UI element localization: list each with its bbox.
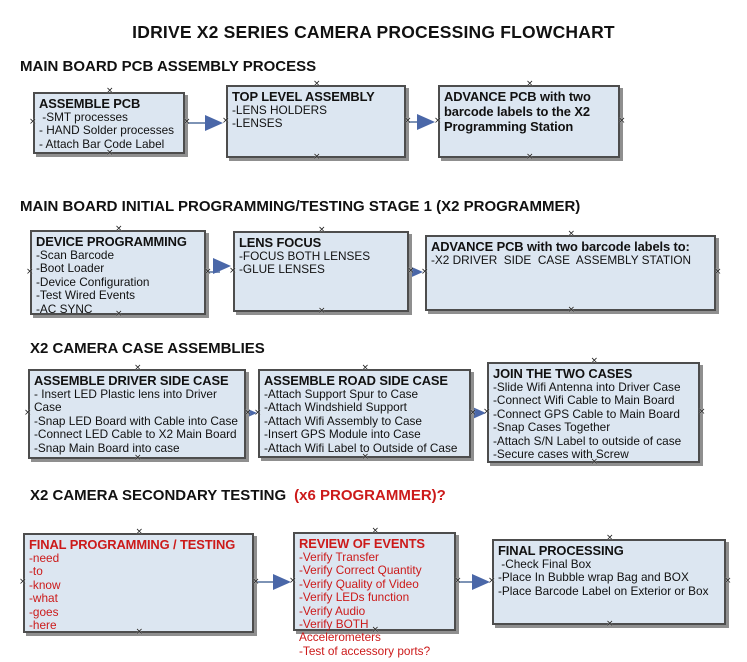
box-device-programming: DEVICE PROGRAMMING-Scan Barcode-Boot Loa…: [30, 230, 206, 316]
box-item: -here: [29, 618, 57, 633]
box-item: -Slide Wifi Antenna into Driver Case: [493, 380, 681, 394]
box-item: -Attach Support Spur to Case: [264, 387, 419, 401]
box-title: FINAL PROCESSING: [498, 543, 624, 558]
box-item: -Verify LEDs function: [299, 590, 410, 605]
box-assemble-pcb: ASSEMBLE PCB -SMT processes- HAND Solder…: [33, 92, 185, 154]
box-item: -Snap LED Board with Cable into Case: [34, 413, 238, 428]
box-item: -Place Barcode Label on Exterior or Box: [498, 583, 709, 598]
box-item: - Insert LED Plastic lens into Driver Ca…: [34, 387, 221, 415]
box-title: ADVANCE PCB with two barcode labels to:: [431, 239, 690, 254]
box-title: FINAL PROGRAMMING / TESTING: [29, 537, 236, 552]
box-assemble-driver-side-case: ASSEMBLE DRIVER SIDE CASE- Insert LED Pl…: [28, 369, 246, 459]
box-title: ASSEMBLE PCB: [39, 96, 141, 111]
box-item: -FOCUS BOTH LENSES: [239, 249, 371, 263]
box-lens-focus: LENS FOCUS-FOCUS BOTH LENSES-GLUE LENSES: [233, 231, 409, 312]
box-title: TOP LEVEL ASSEMBLY: [232, 89, 375, 104]
section-heading-secondary-testing: X2 CAMERA SECONDARY TESTING (x6 PROGRAMME…: [30, 487, 446, 504]
box-item: -Verify Audio: [299, 603, 366, 618]
box-item: -Attach Wifi Assembly to Case: [264, 413, 422, 428]
box-item: -Verify Transfer: [299, 550, 379, 564]
box-item: -Test of accessory ports?: [299, 643, 431, 658]
box-advance-pcb-programming-station: ADVANCE PCB with two barcode labels to t…: [438, 85, 620, 158]
box-item: -need: [29, 551, 60, 565]
box-title: ASSEMBLE ROAD SIDE CASE: [264, 373, 448, 388]
box-title: JOIN THE TWO CASES: [493, 366, 633, 381]
box-item: -know: [29, 577, 61, 592]
box-final-processing: FINAL PROCESSING -Check Final Box-Place …: [492, 539, 726, 625]
box-item: -AC SYNC: [36, 301, 93, 316]
box-item: -Test Wired Events: [36, 288, 135, 303]
box-item: -GLUE LENSES: [239, 262, 325, 277]
box-item: -what: [29, 591, 58, 606]
box-item: -Verify Quality of Video: [299, 576, 419, 591]
box-item: -Device Configuration: [36, 274, 150, 289]
box-item: - Attach Bar Code Label: [39, 136, 165, 151]
section-heading-initial-programming: MAIN BOARD INITIAL PROGRAMMING/TESTING S…: [20, 198, 581, 215]
box-item: -Place In Bubble wrap Bag and BOX: [498, 570, 689, 585]
section-heading-secondary-testing-text: X2 CAMERA SECONDARY TESTING: [30, 487, 287, 504]
box-item: -Verify BOTH Accelerometers: [299, 617, 381, 645]
box-assemble-road-side-case: ASSEMBLE ROAD SIDE CASE-Attach Support S…: [258, 369, 471, 458]
box-item: - HAND Solder processes: [39, 123, 175, 138]
box-item: -Scan Barcode: [36, 248, 115, 262]
section-heading-case-assemblies: X2 CAMERA CASE ASSEMBLIES: [30, 340, 265, 357]
box-item: -Connect LED Cable to X2 Main Board: [34, 427, 237, 442]
box-top-level-assembly: TOP LEVEL ASSEMBLY-LENS HOLDERS-LENSES: [226, 85, 406, 158]
box-item: -Boot Loader: [36, 261, 105, 276]
box-title: REVIEW OF EVENTS: [299, 536, 425, 551]
box-item: -Attach Wifi Label to Outside of Case: [264, 440, 458, 455]
box-item: -Secure cases with Screw: [493, 447, 629, 462]
box-item: -X2 DRIVER SIDE CASE ASSEMBLY STATION: [431, 253, 692, 267]
box-item: -Connect Wifi Cable to Main Board: [493, 393, 675, 408]
box-title: LENS FOCUS: [239, 235, 322, 250]
box-title: ASSEMBLE DRIVER SIDE CASE: [34, 373, 229, 388]
box-item: -Attach S/N Label to outside of case: [493, 433, 682, 448]
box-item: -Snap Main Board into case: [34, 440, 180, 455]
box-final-programming-testing: FINAL PROGRAMMING / TESTING-need-to-know…: [23, 533, 254, 633]
flow-arrow: [207, 258, 231, 274]
section-heading-pcb-assembly: MAIN BOARD PCB ASSEMBLY PROCESS: [20, 58, 317, 75]
box-item: -LENS HOLDERS: [232, 103, 328, 117]
box-item: -SMT processes: [39, 110, 128, 124]
page-title: IDRIVE X2 SERIES CAMERA PROCESSING FLOWC…: [132, 22, 615, 42]
box-item: -Connect GPS Cable to Main Board: [493, 406, 680, 421]
box-item: -Insert GPS Module into Case: [264, 427, 421, 442]
box-title: ADVANCE PCB with two barcode labels to t…: [444, 89, 595, 134]
box-review-of-events: REVIEW OF EVENTS-Verify Transfer-Verify …: [293, 532, 456, 658]
section-heading-programmer-note: (x6 PROGRAMMER)?: [294, 487, 446, 504]
box-item: -Snap Cases Together: [493, 420, 611, 435]
box-join-the-two-cases: JOIN THE TWO CASES-Slide Wifi Antenna in…: [487, 362, 700, 463]
box-item: -Verify Correct Quantity: [299, 563, 422, 578]
box-title: DEVICE PROGRAMMING: [36, 234, 187, 249]
box-item: -LENSES: [232, 116, 283, 131]
box-advance-pcb-case-assembly: ADVANCE PCB with two barcode labels to:-…: [425, 235, 716, 311]
box-item: -Attach Windshield Support: [264, 400, 407, 415]
box-item: -goes: [29, 604, 59, 619]
box-item: -to: [29, 564, 43, 579]
box-item: -Check Final Box: [498, 557, 592, 571]
